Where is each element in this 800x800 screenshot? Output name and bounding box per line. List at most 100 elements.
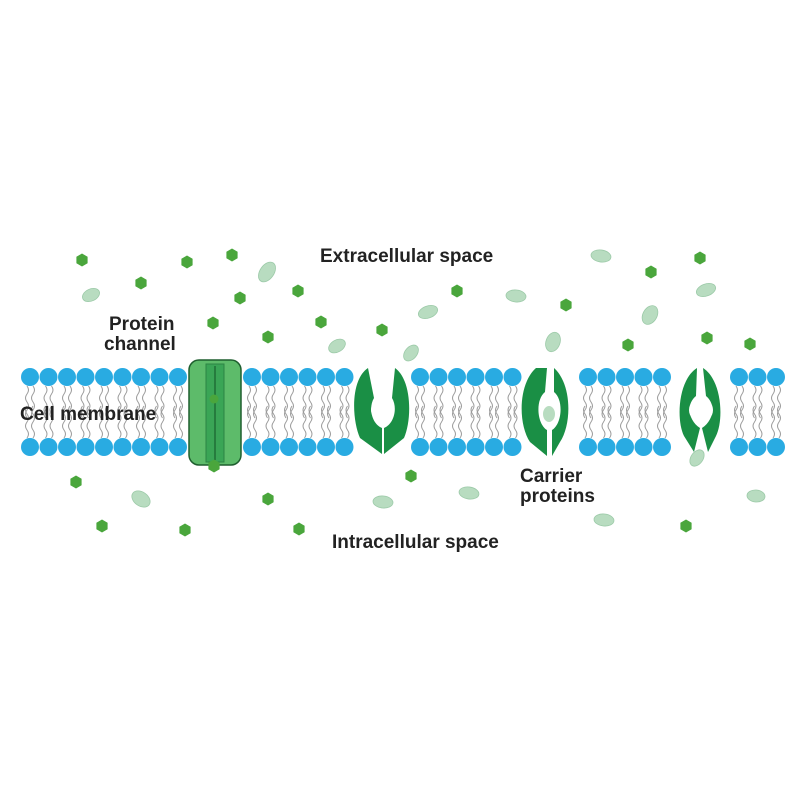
carrier-protein-left-half xyxy=(679,368,700,452)
phospholipid-head xyxy=(579,368,597,386)
oval-molecule xyxy=(695,283,717,297)
oval-molecule xyxy=(593,513,615,527)
phospholipid-head xyxy=(169,368,187,386)
cell-membrane-bilayer xyxy=(21,368,785,456)
phospholipid xyxy=(748,368,767,456)
extracellular-space-label: Extracellular space xyxy=(320,246,493,267)
phospholipid xyxy=(634,368,653,456)
phospholipid-head xyxy=(579,438,597,456)
solute-molecules xyxy=(70,248,766,537)
hexagon-molecule xyxy=(262,492,274,506)
phospholipid-head xyxy=(653,438,671,456)
oval-molecule xyxy=(82,287,100,303)
phospholipid-head xyxy=(58,438,76,456)
phospholipid-head xyxy=(150,438,169,456)
phospholipid-head xyxy=(280,368,298,386)
phospholipid-head xyxy=(748,438,767,456)
oval-molecule xyxy=(372,495,394,509)
hexagon-molecule xyxy=(376,323,388,337)
hexagon-molecule xyxy=(179,523,191,537)
phospholipid xyxy=(169,368,187,456)
hexagon-molecule xyxy=(135,276,147,290)
phospholipid-head xyxy=(767,438,785,456)
phospholipid-head xyxy=(298,368,317,386)
phospholipid-head xyxy=(466,438,485,456)
hexagon-molecule xyxy=(680,519,692,533)
hexagon-molecule xyxy=(96,519,108,533)
oval-molecule xyxy=(505,289,527,303)
oval-molecule xyxy=(328,338,346,354)
phospholipid xyxy=(261,368,280,456)
protein-channel-label-line-1: Protein xyxy=(109,314,174,335)
phospholipid-head xyxy=(95,438,113,456)
hexagon-molecule xyxy=(207,316,219,330)
hexagon-molecule xyxy=(645,265,657,279)
phospholipid xyxy=(95,368,113,456)
cell-membrane-label: Cell membrane xyxy=(20,404,156,425)
hexagon-molecule xyxy=(234,291,246,305)
oval-molecule xyxy=(545,331,561,353)
hexagon-molecule xyxy=(76,253,88,267)
carrier-protein-left-half xyxy=(521,368,547,456)
phospholipid-head xyxy=(597,438,616,456)
phospholipid-head xyxy=(634,438,653,456)
phospholipid xyxy=(466,368,485,456)
phospholipid xyxy=(150,368,169,456)
phospholipid-head xyxy=(503,438,522,456)
oval-molecule xyxy=(543,406,555,422)
protein-channel xyxy=(188,359,242,466)
phospholipid xyxy=(76,368,95,456)
phospholipid-head xyxy=(76,368,95,386)
oval-molecule xyxy=(258,261,276,283)
carrier-protein-open-inside xyxy=(679,368,721,452)
phospholipid-head xyxy=(634,368,653,386)
phospholipid xyxy=(767,368,785,456)
hexagon-molecule xyxy=(701,331,713,345)
phospholipid-head xyxy=(169,438,187,456)
phospholipid-head xyxy=(411,438,429,456)
phospholipid-head xyxy=(132,438,150,456)
phospholipid xyxy=(317,368,335,456)
phospholipid xyxy=(335,368,354,456)
oval-molecule xyxy=(746,489,766,503)
carrier-protein-right-half xyxy=(552,368,569,456)
oval-molecule xyxy=(131,490,151,508)
hexagon-molecule xyxy=(226,248,238,262)
protein-channel-label-line-2: channel xyxy=(104,334,176,355)
phospholipid-head xyxy=(767,368,785,386)
phospholipid-head xyxy=(21,438,39,456)
hexagon-molecule xyxy=(744,337,756,351)
phospholipid-head xyxy=(261,368,280,386)
phospholipid xyxy=(616,368,634,456)
phospholipid xyxy=(298,368,317,456)
phospholipid-head xyxy=(21,368,39,386)
phospholipid-head xyxy=(335,438,354,456)
phospholipid-head xyxy=(597,368,616,386)
phospholipid-head xyxy=(748,368,767,386)
hexagon-molecule xyxy=(622,338,634,352)
phospholipid-head xyxy=(113,438,132,456)
hexagon-molecule xyxy=(262,330,274,344)
phospholipid-head xyxy=(335,368,354,386)
oval-molecule xyxy=(403,344,419,362)
phospholipid xyxy=(503,368,522,456)
phospholipid xyxy=(653,368,671,456)
intracellular-space-label: Intracellular space xyxy=(332,532,499,553)
carrier-protein-right-half xyxy=(702,368,721,452)
carrier-protein-open-outside xyxy=(354,368,410,454)
hexagon-molecule xyxy=(181,255,193,269)
phospholipid-head xyxy=(653,368,671,386)
phospholipid-head xyxy=(39,438,58,456)
phospholipid-head xyxy=(616,368,634,386)
phospholipid-head xyxy=(261,438,280,456)
phospholipid xyxy=(579,368,597,456)
oval-molecule xyxy=(417,305,439,319)
phospholipid xyxy=(597,368,616,456)
phospholipid xyxy=(411,368,429,456)
phospholipid-head xyxy=(317,368,335,386)
hexagon-molecule xyxy=(292,284,304,298)
phospholipid-head xyxy=(485,368,503,386)
phospholipid-head xyxy=(466,368,485,386)
phospholipid-head xyxy=(39,368,58,386)
